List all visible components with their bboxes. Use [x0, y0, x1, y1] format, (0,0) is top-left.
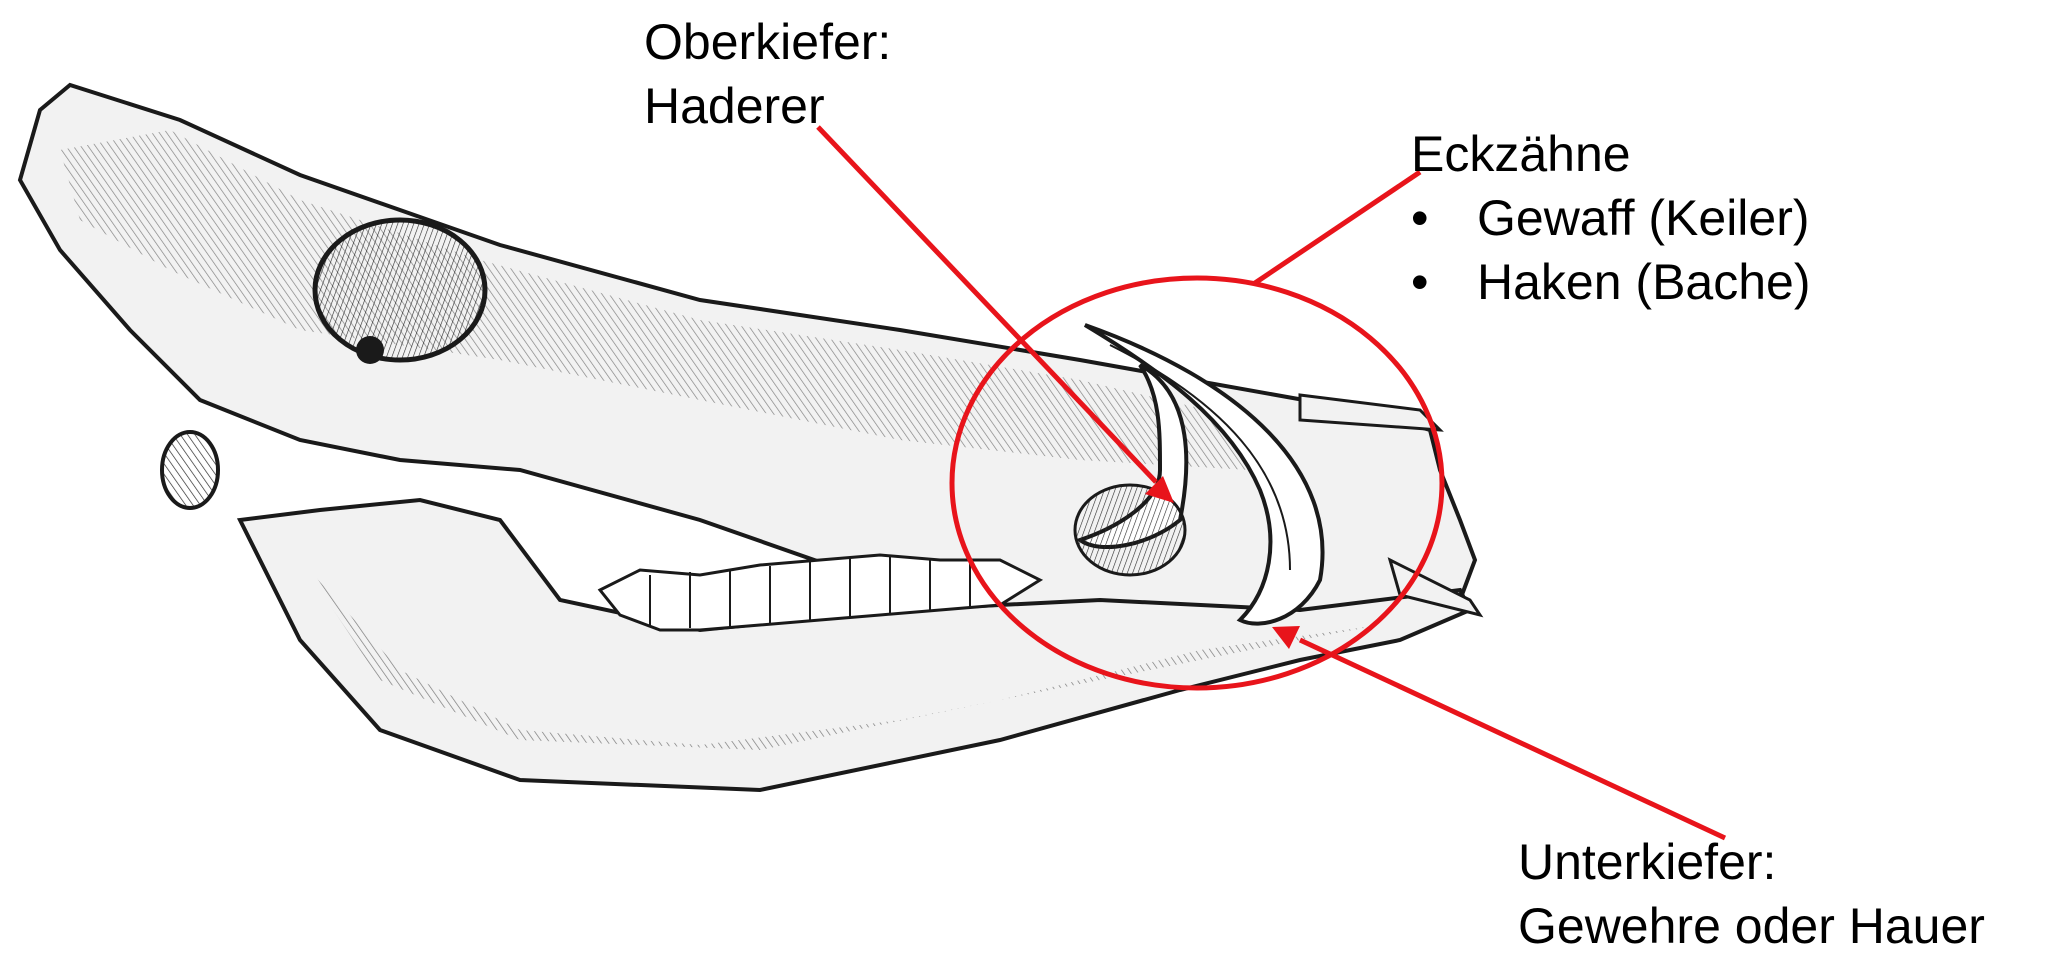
list-item: • Gewaff (Keiler) — [1411, 186, 1811, 250]
list-item-text: Haken (Bache) — [1477, 254, 1811, 310]
unterkiefer-label: Unterkiefer: Gewehre oder Hauer — [1518, 830, 1985, 958]
bullet-mark: • — [1411, 250, 1429, 314]
list-item-text: Gewaff (Keiler) — [1477, 190, 1810, 246]
eye-socket — [315, 220, 485, 360]
boar-skull-illustration — [20, 85, 1480, 790]
list-item: • Haken (Bache) — [1411, 250, 1811, 314]
unterkiefer-label-line1: Unterkiefer: — [1518, 830, 1985, 894]
bullet-mark: • — [1411, 186, 1429, 250]
oberkiefer-label: Oberkiefer: Haderer — [644, 10, 891, 138]
eckzaehne-label: Eckzähne • Gewaff (Keiler) • Haken (Bache) — [1411, 122, 1811, 314]
arrow-line-unterkiefer — [1300, 640, 1725, 838]
oberkiefer-label-line1: Oberkiefer: — [644, 10, 891, 74]
oberkiefer-label-line2: Haderer — [644, 74, 891, 138]
eckzaehne-list: • Gewaff (Keiler) • Haken (Bache) — [1411, 186, 1811, 314]
unterkiefer-label-line2: Gewehre oder Hauer — [1518, 894, 1985, 958]
eckzaehne-heading: Eckzähne — [1411, 122, 1811, 186]
leader-line-eckzaehne — [1255, 172, 1420, 283]
